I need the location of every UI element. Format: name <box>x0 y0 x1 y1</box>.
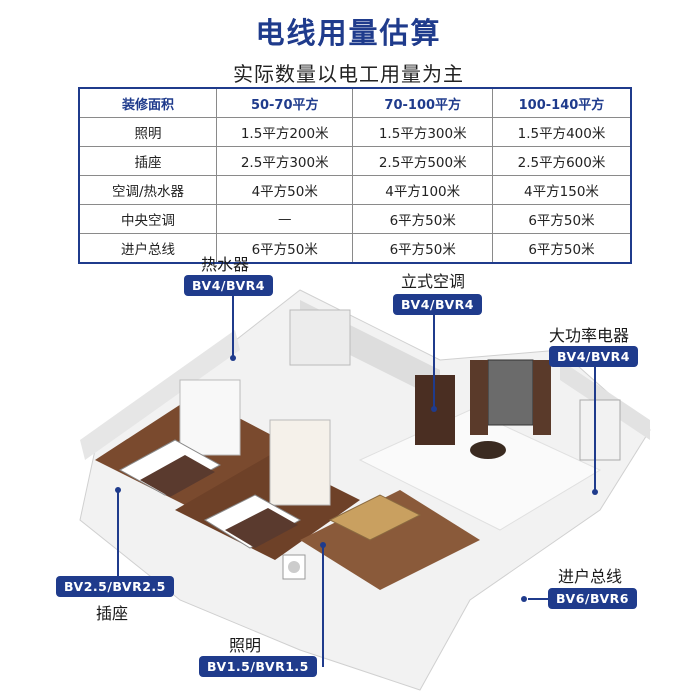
page-title: 电线用量估算 <box>255 16 442 50</box>
lighting-pointer <box>322 545 324 667</box>
table-cell: 2.5平方500米 <box>352 146 493 176</box>
table-cell: 2.5平方600米 <box>491 146 632 176</box>
socket-pointer <box>117 490 119 578</box>
socket-pointer-dot <box>115 487 121 493</box>
water-heater-label: 热水器 <box>201 255 250 274</box>
table-header-cell: 装修面积 <box>78 87 217 118</box>
socket-label: 插座 <box>96 604 129 623</box>
table-cell: 1.5平方200米 <box>215 117 354 147</box>
table-cell: 2.5平方300米 <box>215 146 354 176</box>
table-row: 照明 1.5平方200米 1.5平方300米 1.5平方400米 <box>78 117 632 147</box>
water-heater-pointer <box>232 296 234 358</box>
table-row: 进户总线 6平方50米 6平方50米 6平方50米 <box>78 233 632 264</box>
bathroom-block <box>289 309 351 366</box>
main-line-pointer-dot <box>521 596 527 602</box>
table-cell: 4平方100米 <box>352 175 493 205</box>
living-window <box>487 359 534 426</box>
table-cell: 4平方50米 <box>215 175 354 205</box>
lighting-label: 照明 <box>229 636 262 655</box>
main-line-wire-tag: BV6/BVR6 <box>548 588 637 609</box>
wardrobe-right <box>269 419 331 506</box>
washing-machine-door <box>288 561 300 573</box>
floor-ac-pointer <box>433 315 435 410</box>
table-cell: 进户总线 <box>78 233 217 264</box>
curtain-left <box>470 360 488 435</box>
table-header-cell: 50-70平方 <box>215 87 354 118</box>
wardrobe-left <box>179 379 241 456</box>
page-subtitle: 实际数量以电工用量为主 <box>233 62 464 86</box>
high-power-pointer-dot <box>592 489 598 495</box>
table-cell: 照明 <box>78 117 217 147</box>
left-wall <box>80 330 240 460</box>
table-cell: 6平方50米 <box>491 204 632 234</box>
socket-wire-tag: BV2.5/BVR2.5 <box>56 576 174 597</box>
table-cell: 6平方50米 <box>215 233 354 264</box>
table-cell: — <box>215 204 354 234</box>
table-cell: 6平方50米 <box>491 233 632 264</box>
table-cell: 空调/热水器 <box>78 175 217 205</box>
apartment-floorplan-illustration <box>79 289 651 691</box>
table-header-cell: 100-140平方 <box>491 87 632 118</box>
table-row: 插座 2.5平方300米 2.5平方500米 2.5平方600米 <box>78 146 632 176</box>
table-cell: 1.5平方300米 <box>352 117 493 147</box>
floor-ac-pointer-dot <box>431 406 437 412</box>
high-power-wire-tag: BV4/BVR4 <box>549 346 638 367</box>
water-heater-pointer-dot <box>230 355 236 361</box>
floor-ac-wire-tag: BV4/BVR4 <box>393 294 482 315</box>
main-line-pointer <box>528 598 548 600</box>
lighting-pointer-dot <box>320 542 326 548</box>
living-room-rug <box>300 490 480 590</box>
table-row: 空调/热水器 4平方50米 4平方100米 4平方150米 <box>78 175 632 205</box>
table-cell: 4平方150米 <box>491 175 632 205</box>
high-power-appliance-label: 大功率电器 <box>549 326 630 345</box>
kitchen-counter <box>579 399 621 461</box>
table-cell: 中央空调 <box>78 204 217 234</box>
table-header-cell: 70-100平方 <box>352 87 493 118</box>
bed-right-blanket <box>225 508 298 548</box>
table-cell: 1.5平方400米 <box>491 117 632 147</box>
table-row: 中央空调 — 6平方50米 6平方50米 <box>78 204 632 234</box>
water-heater-wire-tag: BV4/BVR4 <box>184 275 273 296</box>
table-header-row: 装修面积 50-70平方 70-100平方 100-140平方 <box>78 87 632 118</box>
curtain-right <box>533 360 551 435</box>
lighting-wire-tag: BV1.5/BVR1.5 <box>199 656 317 677</box>
dining-table <box>470 441 506 459</box>
table-cell: 插座 <box>78 146 217 176</box>
high-power-pointer <box>594 367 596 492</box>
floor-ac-label: 立式空调 <box>401 272 466 291</box>
main-line-label: 进户总线 <box>558 567 623 586</box>
table-cell: 6平方50米 <box>352 204 493 234</box>
bed-left-blanket <box>140 455 215 497</box>
wire-usage-table: 装修面积 50-70平方 70-100平方 100-140平方 照明 1.5平方… <box>78 87 632 264</box>
sofa <box>328 494 422 541</box>
